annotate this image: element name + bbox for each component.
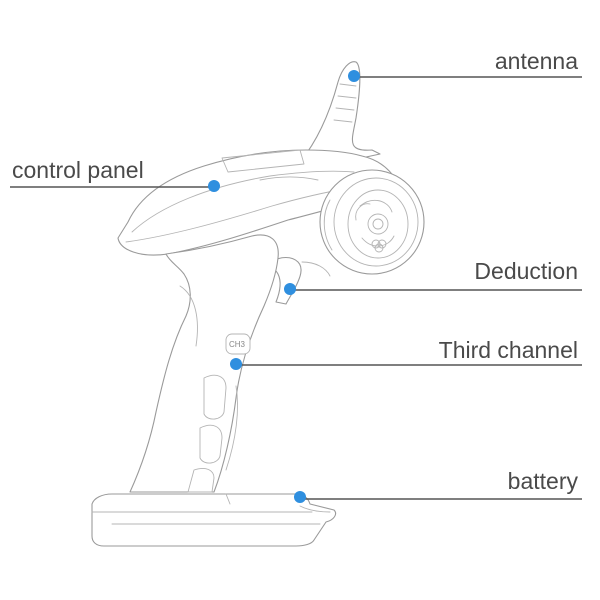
control-panel-part: [117, 149, 399, 256]
grip-part: CH3: [129, 234, 279, 493]
steering-wheel-part: [319, 169, 425, 275]
trigger-part: [271, 256, 331, 305]
callout-control-panel: [10, 180, 220, 192]
callout-deduction: [284, 283, 582, 295]
callout-third-channel: [230, 358, 582, 370]
antenna-marker-dot: [348, 70, 360, 82]
ch3-marking: CH3: [229, 340, 246, 349]
callout-antenna: [348, 70, 582, 82]
battery-base-part: [91, 493, 337, 547]
antenna-label: antenna: [494, 48, 578, 74]
control-panel-marker-dot: [208, 180, 220, 192]
rc-transmitter-illustration: CH3: [91, 61, 425, 547]
antenna-part: [299, 61, 381, 171]
third-channel-label: Third channel: [438, 337, 578, 363]
deduction-label: Deduction: [474, 258, 578, 284]
third-channel-marker-dot: [230, 358, 242, 370]
deduction-marker-dot: [284, 283, 296, 295]
callout-battery: [294, 491, 582, 503]
battery-label: battery: [507, 468, 578, 494]
battery-marker-dot: [294, 491, 306, 503]
control-panel-label: control panel: [12, 157, 144, 183]
